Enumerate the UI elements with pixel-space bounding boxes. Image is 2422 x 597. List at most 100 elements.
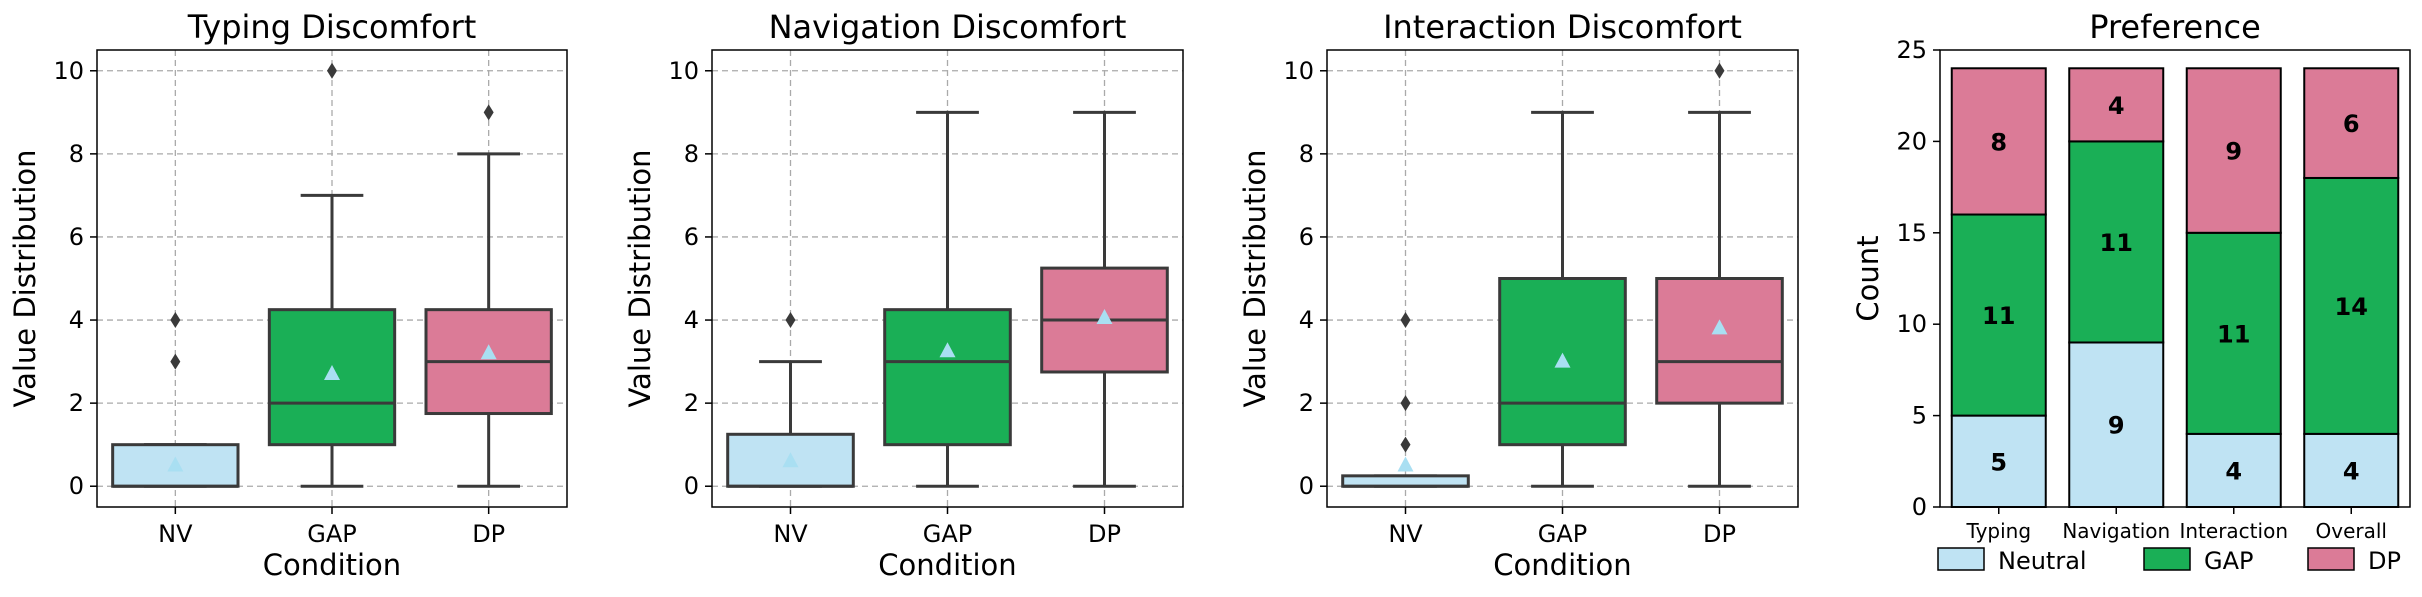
axes-frame (711, 49, 1184, 508)
axes-frame (1326, 49, 1799, 508)
panel-title: Typing Discomfort (187, 8, 477, 46)
y-tick-label: 10 (53, 57, 84, 85)
bar-segment-gap (1950, 213, 2047, 417)
x-tick-label: DP (1703, 520, 1736, 548)
y-tick-label: 10 (1896, 310, 1927, 338)
bar-segment-dp (1950, 67, 2047, 216)
outlier-point (170, 353, 181, 370)
outlier-point (1400, 395, 1411, 412)
axes-frame (1939, 49, 2411, 508)
x-tick-label: DP (1088, 520, 1121, 548)
mean-marker (1397, 456, 1414, 472)
panel-title: Navigation Discomfort (769, 8, 1127, 46)
x-tick-label: NV (158, 520, 193, 548)
mean-marker (1096, 308, 1113, 324)
x-tick-label: Overall (2316, 519, 2387, 543)
bar-segment-dp (2303, 67, 2400, 179)
y-tick-label: 10 (1283, 57, 1314, 85)
bar-segment-gap (2185, 231, 2282, 435)
x-tick-label: NV (1388, 520, 1423, 548)
y-tick-label: 8 (69, 140, 84, 168)
x-tick-label: Navigation (2062, 519, 2170, 543)
data-label: 9 (2108, 412, 2125, 440)
bar-segment-neutral (2068, 341, 2165, 509)
y-tick-label: 8 (684, 140, 699, 168)
y-tick-label: 0 (684, 472, 699, 500)
mean-marker (167, 456, 184, 472)
y-tick-label: 10 (668, 57, 699, 85)
y-tick-label: 0 (1299, 472, 1314, 500)
bar-segment-dp (2185, 67, 2282, 234)
x-tick-label: GAP (307, 520, 357, 548)
y-axis-label: Value Distribution (1238, 149, 1272, 407)
outlier-point (1400, 312, 1411, 329)
legend-swatch-gap (2143, 547, 2191, 571)
y-tick-label: 6 (69, 223, 84, 251)
data-label: 14 (2335, 293, 2368, 321)
data-label: 11 (2100, 229, 2133, 257)
y-axis-label: Value Distribution (8, 149, 42, 407)
x-tick-label: GAP (923, 520, 973, 548)
mean-marker (1554, 352, 1571, 368)
y-tick-label: 6 (684, 223, 699, 251)
panel-title: Interaction Discomfort (1383, 8, 1742, 46)
y-tick-label: 4 (684, 306, 699, 334)
outlier-point (1714, 62, 1725, 79)
y-tick-label: 2 (69, 389, 84, 417)
y-tick-label: 0 (1912, 493, 1927, 521)
mean-marker (782, 452, 799, 468)
box-gap (1498, 277, 1627, 447)
y-tick-label: 2 (1299, 389, 1314, 417)
data-label: 4 (2343, 457, 2360, 485)
y-tick-label: 2 (684, 389, 699, 417)
outlier-point (483, 104, 494, 121)
legend-label: Neutral (1998, 547, 2087, 575)
x-tick-label: GAP (1538, 520, 1588, 548)
axes-frame (96, 49, 568, 508)
y-tick-label: 6 (1299, 223, 1314, 251)
x-tick-label: DP (472, 520, 505, 548)
mean-marker (324, 365, 340, 381)
outlier-point (327, 62, 337, 79)
legend-swatch-dp (2307, 547, 2355, 571)
outlier-point (1400, 436, 1411, 453)
box-gap (883, 308, 1012, 447)
box-dp (1655, 277, 1784, 405)
data-label: 6 (2343, 110, 2360, 138)
bar-segment-neutral (1950, 414, 2047, 509)
data-label: 11 (2217, 320, 2250, 348)
y-tick-label: 20 (1896, 127, 1927, 155)
y-tick-label: 25 (1896, 36, 1927, 64)
x-axis-label: Condition (263, 548, 401, 582)
y-tick-label: 5 (1912, 402, 1927, 430)
data-label: 8 (1990, 128, 2007, 156)
y-axis-label: Value Distribution (623, 149, 657, 407)
x-axis-label: Condition (1493, 548, 1631, 582)
data-label: 4 (2225, 457, 2242, 485)
x-tick-label: Interaction (2179, 519, 2288, 543)
mean-marker (939, 342, 956, 358)
x-axis-label: Condition (878, 548, 1016, 582)
y-tick-label: 0 (69, 472, 84, 500)
box-nv (1341, 474, 1470, 488)
y-tick-label: 4 (1299, 306, 1314, 334)
bar-segment-gap (2068, 140, 2165, 344)
data-label: 9 (2225, 138, 2242, 166)
bar-segment-gap (2303, 176, 2400, 435)
data-label: 4 (2108, 92, 2125, 120)
bar-segment-dp (2068, 67, 2165, 143)
mean-marker (480, 344, 497, 360)
legend-swatch-neutral (1937, 547, 1985, 571)
y-tick-label: 15 (1896, 219, 1927, 247)
outlier-point (785, 312, 796, 329)
legend-label: GAP (2204, 547, 2254, 575)
data-label: 11 (1982, 302, 2015, 330)
bar-segment-neutral (2303, 432, 2400, 509)
outlier-point (170, 312, 181, 329)
x-tick-label: NV (773, 520, 808, 548)
y-axis-label: Count (1851, 235, 1885, 321)
x-tick-label: Typing (1965, 519, 2031, 543)
y-tick-label: 8 (1299, 140, 1314, 168)
panel-title: Preference (2089, 8, 2261, 46)
